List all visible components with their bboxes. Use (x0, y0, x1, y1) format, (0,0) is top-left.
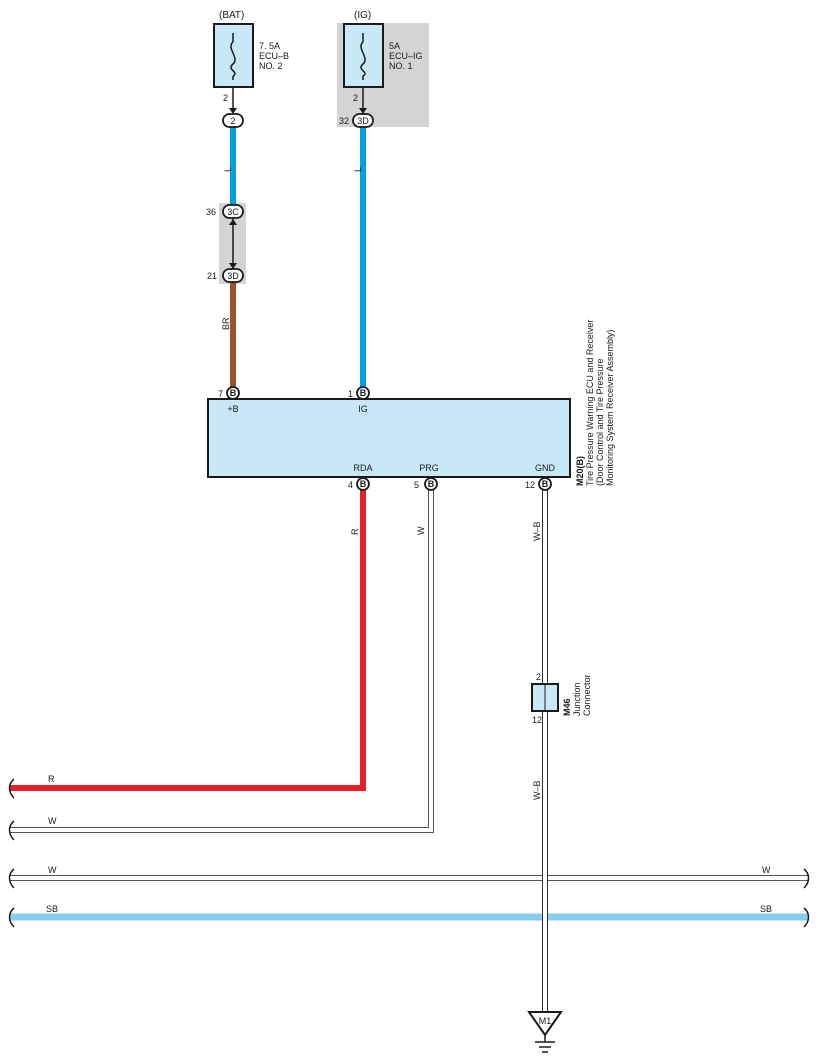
connector-bat-out: 2 (222, 108, 244, 128)
terminal-rda-pin: 4 (348, 480, 353, 490)
wire-label-bus-sb-right: SB (760, 904, 772, 914)
junction-code: M46 (562, 698, 572, 716)
terminal-ig-label: IG (358, 404, 368, 414)
arrow-down-icon (359, 108, 367, 114)
junction-pin-bottom: 12 (532, 715, 542, 725)
fuse-bat-rating: 7. 5A (259, 41, 280, 51)
wire-label-rda: R (350, 528, 360, 535)
svg-text:B: B (360, 479, 367, 489)
arrow-down-icon (229, 263, 237, 269)
fuse-ig-supply-label: (IG) (354, 10, 371, 21)
fuse-bat-supply-label: (BAT) (219, 10, 244, 21)
wire-label-bus-w1: W (48, 816, 57, 826)
svg-text:B: B (542, 479, 549, 489)
fuse-ecu-b: (BAT) 7. 5A ECU–B NO. 2 2 (213, 10, 289, 103)
wire-break-marks-left (8, 778, 15, 928)
fuse-ig-number: NO. 1 (389, 61, 413, 71)
terminal-prg-label: PRG (419, 463, 439, 473)
arrow-up-icon (229, 219, 237, 225)
terminal-plus-b-pin: 7 (218, 389, 223, 399)
wire-label-ig: L (353, 167, 363, 172)
terminal-ig-pin: 1 (348, 389, 353, 399)
terminal-gnd (538, 477, 552, 491)
ground-m1: M1 (527, 1011, 563, 1053)
wire-label-bus-sb-left: SB (46, 904, 58, 914)
ecu-m20b: B 7 +B B 1 IG RDA B 4 PRG B 5 GND B 12 M… (207, 320, 615, 491)
ecu-title-line1: Tire Pressure Warning ECU and Receiver (585, 320, 595, 486)
ecu-title-line3: Monitoring System Receiver Assembly) (605, 329, 615, 486)
connector-3d-pin: 21 (207, 271, 217, 281)
svg-text:B: B (428, 479, 435, 489)
terminal-prg (424, 477, 438, 491)
terminal-plus-b (226, 386, 240, 400)
fuse-ig-pin: 2 (353, 93, 358, 103)
ground-code: M1 (539, 1016, 552, 1026)
wire-rda (10, 490, 366, 791)
wire-label-bus-r: R (48, 774, 55, 784)
fuse-ig-name: ECU–IG (389, 51, 423, 61)
fuse-ig-icon (360, 41, 366, 77)
junction-name-line2: Connector (582, 674, 592, 716)
wire-label-gnd-lower: W–B (532, 780, 542, 800)
terminal-rda (356, 477, 370, 491)
svg-text:3C: 3C (227, 207, 239, 217)
arrow-down-icon (229, 108, 237, 114)
wire-label-prg: W (416, 526, 426, 535)
svg-text:3D: 3D (357, 116, 369, 126)
terminal-gnd-pin: 12 (525, 480, 535, 490)
fuse-bat-name: ECU–B (259, 51, 289, 61)
ecu-code: M20(B) (575, 456, 585, 486)
junction-connector-m46: 2 12 M46 Junction Connector (531, 672, 592, 725)
connector-3c-pin: 36 (206, 207, 216, 217)
wire-label-bus-w2-left: W (48, 865, 57, 875)
ecu-title-line2: (Door Control and Tire Pressure (595, 358, 605, 486)
terminal-prg-pin: 5 (414, 480, 419, 490)
wire-label-bat-lower: BR (221, 317, 231, 330)
svg-text:B: B (230, 388, 237, 398)
terminal-gnd-label: GND (535, 463, 556, 473)
connector-3d: 3D 21 (207, 263, 244, 283)
connector-ig-out-pin: 32 (339, 116, 349, 126)
fuse-bat-pin: 2 (223, 93, 228, 103)
svg-text:B: B (360, 388, 367, 398)
junction-name-line1: Junction (572, 682, 582, 716)
connector-ig-out: 3D 32 (339, 108, 374, 128)
wire-prg (10, 490, 433, 832)
junction-pin-top: 2 (536, 672, 541, 682)
wire-label-bus-w2-right: W (762, 865, 771, 875)
fuse-bat-number: NO. 2 (259, 61, 283, 71)
wire-break-marks-right (803, 868, 810, 928)
fuse-ig-rating: 5A (389, 41, 400, 51)
terminal-ig (356, 386, 370, 400)
svg-text:3D: 3D (227, 271, 239, 281)
wire-label-bat-upper: L (223, 167, 233, 172)
wire-label-gnd-upper: W–B (532, 521, 542, 541)
connector-3c: 3C 36 (206, 204, 244, 225)
fuse-bat-icon (230, 41, 236, 77)
terminal-plus-b-label: +B (227, 404, 238, 414)
terminal-rda-label: RDA (353, 463, 372, 473)
svg-text:2: 2 (230, 116, 235, 126)
wire-prg-outer (10, 490, 434, 833)
fuse-ecu-ig: (IG) 5A ECU–IG NO. 1 2 (343, 10, 423, 103)
